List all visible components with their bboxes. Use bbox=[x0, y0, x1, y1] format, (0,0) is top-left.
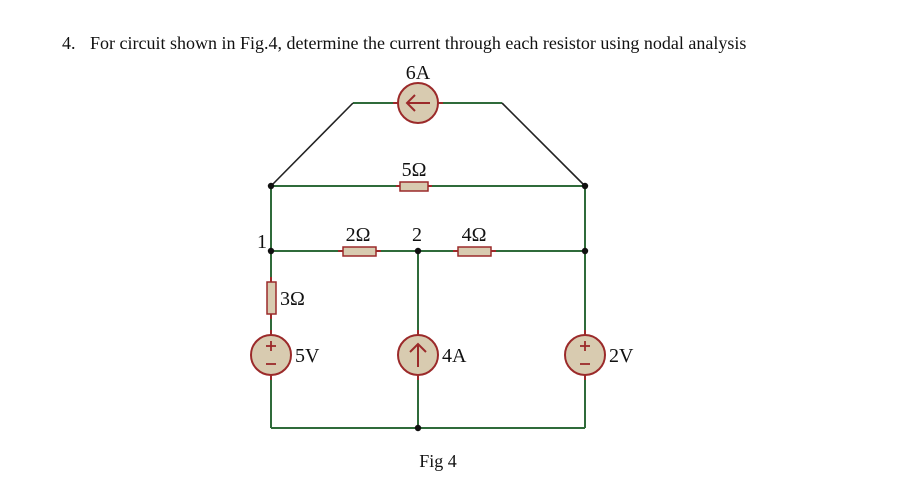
question-number: 4. bbox=[62, 33, 76, 53]
label-5v: 5V bbox=[295, 345, 320, 367]
question-body: For circuit shown in Fig.4, determine th… bbox=[90, 33, 747, 53]
voltage-source-2v bbox=[564, 330, 606, 380]
plus-minus-icon bbox=[580, 341, 590, 365]
label-node-2: 2 bbox=[412, 224, 422, 246]
label-node-1: 1 bbox=[257, 231, 267, 253]
resistor-4ohm bbox=[453, 246, 496, 257]
diagonal-wires bbox=[270, 102, 586, 187]
node-dot-mid-right bbox=[581, 247, 589, 255]
question-text: 4. For circuit shown in Fig.4, determine … bbox=[62, 33, 746, 54]
node-dot-1 bbox=[267, 247, 275, 255]
wire-diagonal-left bbox=[270, 102, 354, 187]
label-6a: 6A bbox=[406, 62, 431, 84]
node-dot-top-right bbox=[581, 182, 589, 190]
plus-minus-icon bbox=[266, 341, 276, 365]
label-4ohm: 4Ω bbox=[462, 224, 487, 246]
node-dots bbox=[267, 182, 589, 432]
voltage-source-5v bbox=[250, 330, 292, 380]
node-dot-top-left bbox=[267, 182, 275, 190]
current-source-4a bbox=[397, 330, 439, 380]
label-2ohm: 2Ω bbox=[346, 224, 371, 246]
node-dot-2 bbox=[414, 247, 422, 255]
arrow-left-icon bbox=[405, 94, 430, 112]
resistor-5ohm bbox=[396, 181, 432, 192]
arrow-up-icon bbox=[409, 342, 427, 367]
wires bbox=[270, 102, 586, 429]
resistor-3ohm bbox=[266, 277, 277, 319]
resistor-2ohm bbox=[338, 246, 381, 257]
current-source-6a bbox=[393, 82, 443, 124]
figure-caption: Fig 4 bbox=[419, 451, 457, 471]
node-dot-bottom bbox=[414, 424, 422, 432]
label-3ohm: 3Ω bbox=[280, 288, 305, 310]
wire-diagonal-right bbox=[501, 102, 586, 187]
label-4a: 4A bbox=[442, 345, 467, 367]
label-5ohm: 5Ω bbox=[402, 159, 427, 181]
label-2v: 2V bbox=[609, 345, 634, 367]
